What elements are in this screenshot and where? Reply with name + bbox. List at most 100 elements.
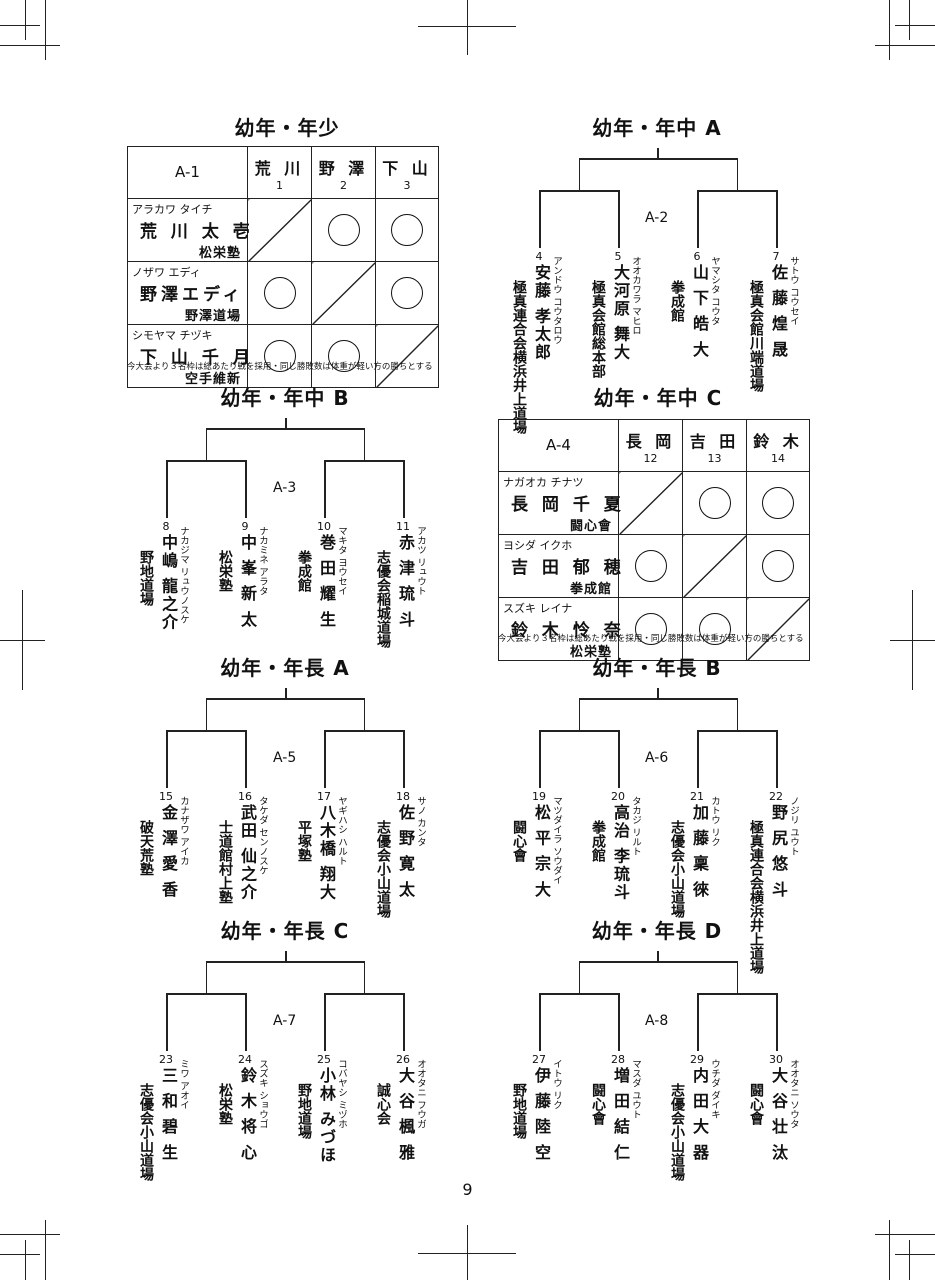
column-header-name: 長 岡 bbox=[625, 432, 676, 451]
round-label: A-6 bbox=[645, 750, 669, 766]
bracket-title: 幼年・年少 bbox=[234, 116, 340, 140]
bracket-line bbox=[363, 698, 365, 730]
column-header-number: 12 bbox=[643, 452, 658, 465]
entry-name: 野 尻 悠 斗 bbox=[769, 804, 788, 899]
bracket-line bbox=[403, 993, 405, 1051]
bracket-line bbox=[166, 730, 247, 732]
crop-mark bbox=[895, 1254, 935, 1255]
win-circle-mark bbox=[263, 340, 296, 372]
crop-mark bbox=[889, 1220, 890, 1280]
player-kana: スズキ レイナ bbox=[503, 602, 573, 615]
entry-number: 18 bbox=[396, 790, 410, 803]
bracket-line bbox=[166, 460, 247, 462]
column-header-number: 13 bbox=[707, 452, 722, 465]
entry-kana: アカツ リュウト bbox=[415, 526, 426, 596]
entry-number: 15 bbox=[159, 790, 173, 803]
entry-dojo: 破天荒塾 bbox=[138, 820, 154, 876]
entry-name: 大河原 舞大 bbox=[611, 264, 630, 362]
player-cell: ヨシダ イクホ吉 田 郁 穂拳成館 bbox=[498, 534, 625, 598]
crop-mark bbox=[25, 1240, 26, 1280]
win-circle-mark bbox=[762, 550, 794, 582]
bracket-line bbox=[697, 730, 778, 732]
win-circle-mark bbox=[698, 613, 731, 645]
entry-dojo: 野地道場 bbox=[296, 1083, 312, 1139]
entry-name: 安藤 孝太郎 bbox=[532, 264, 551, 362]
entry-kana: コバヤシ ミヅホ bbox=[336, 1059, 347, 1129]
entry-dojo: 志優会小山道場 bbox=[669, 820, 685, 918]
entry-dojo: 極真会館川端道場 bbox=[748, 280, 764, 392]
entry-kana: ノジリ ユウト bbox=[788, 796, 799, 857]
entry-number: 4 bbox=[535, 250, 543, 263]
crop-mark bbox=[0, 25, 40, 26]
bracket-line bbox=[324, 460, 405, 462]
entry-kana: アンドウ コウタロウ bbox=[551, 256, 562, 345]
bracket-line bbox=[285, 688, 287, 698]
player-kana: シモヤマ チヅキ bbox=[132, 329, 213, 342]
bracket-line bbox=[578, 961, 580, 993]
entry-number: 8 bbox=[162, 520, 170, 533]
round-robin-label-cell: A-1 bbox=[127, 146, 248, 199]
win-circle-mark bbox=[327, 340, 360, 372]
entry-number: 10 bbox=[317, 520, 331, 533]
player-dojo: 松栄塾 bbox=[198, 246, 241, 261]
bracket-line bbox=[285, 418, 287, 428]
column-header-number: 14 bbox=[771, 452, 785, 465]
column-header-name: 野 澤 bbox=[318, 159, 369, 178]
page-number: 9 bbox=[462, 1180, 473, 1199]
self-match-cell bbox=[682, 534, 747, 598]
entry-kana: カナザワ アイカ bbox=[178, 796, 189, 866]
bracket-title: 幼年・年長 C bbox=[220, 919, 350, 943]
round-robin-label: A-4 bbox=[546, 436, 571, 454]
bracket-line bbox=[578, 698, 580, 730]
entry-number: 16 bbox=[238, 790, 252, 803]
crop-mark bbox=[909, 0, 910, 40]
entry-dojo: 極真会館総本部 bbox=[590, 280, 606, 378]
bracket-line bbox=[363, 961, 365, 993]
self-match-cell bbox=[618, 471, 683, 535]
entry-kana: カトウ リク bbox=[709, 796, 720, 847]
bracket-line bbox=[776, 190, 778, 248]
win-circle-mark bbox=[391, 277, 423, 309]
bracket-title: 幼年・年中 B bbox=[220, 386, 350, 410]
bracket-line bbox=[324, 993, 405, 995]
entry-name: 巻 田 耀 生 bbox=[317, 534, 336, 629]
player-cell: スズキ レイナ鈴 木 怜 奈松栄塾 bbox=[498, 597, 621, 661]
win-circle-mark bbox=[634, 613, 667, 645]
bracket-line bbox=[539, 993, 620, 995]
bracket-line bbox=[539, 190, 620, 192]
bracket-title: 幼年・年長 D bbox=[591, 919, 723, 943]
result-cell bbox=[746, 534, 810, 598]
player-dojo: 空手維新 bbox=[184, 372, 241, 387]
result-cell bbox=[311, 324, 376, 388]
bracket-line bbox=[324, 460, 326, 518]
rule-note: 今大会より３名枠は総あたり戦を採用・同じ勝敗数は体重が軽い方の勝ちとする bbox=[127, 362, 433, 372]
entry-name: 武田 仙之介 bbox=[238, 804, 257, 902]
crop-mark bbox=[25, 0, 26, 40]
entry-number: 7 bbox=[772, 250, 780, 263]
entry-name: 大 谷 壮 汰 bbox=[769, 1067, 788, 1162]
bracket-line bbox=[578, 158, 738, 160]
win-circle-mark bbox=[698, 487, 731, 519]
entry-dojo: 闘心會 bbox=[511, 820, 527, 862]
bracket-line bbox=[697, 190, 778, 192]
entry-number: 19 bbox=[532, 790, 546, 803]
player-name: 野澤エディ bbox=[140, 285, 244, 305]
round-label: A-5 bbox=[273, 750, 297, 766]
bracket-line bbox=[403, 460, 405, 518]
player-cell: シモヤマ チヅキ下 山 千 月空手維新 bbox=[127, 324, 250, 388]
player-name: 吉 田 郁 穂 bbox=[511, 558, 625, 578]
result-cell bbox=[746, 471, 810, 535]
self-match-cell bbox=[746, 597, 810, 661]
entry-number: 5 bbox=[614, 250, 622, 263]
bracket-line bbox=[166, 460, 168, 518]
bracket-line bbox=[205, 698, 365, 700]
